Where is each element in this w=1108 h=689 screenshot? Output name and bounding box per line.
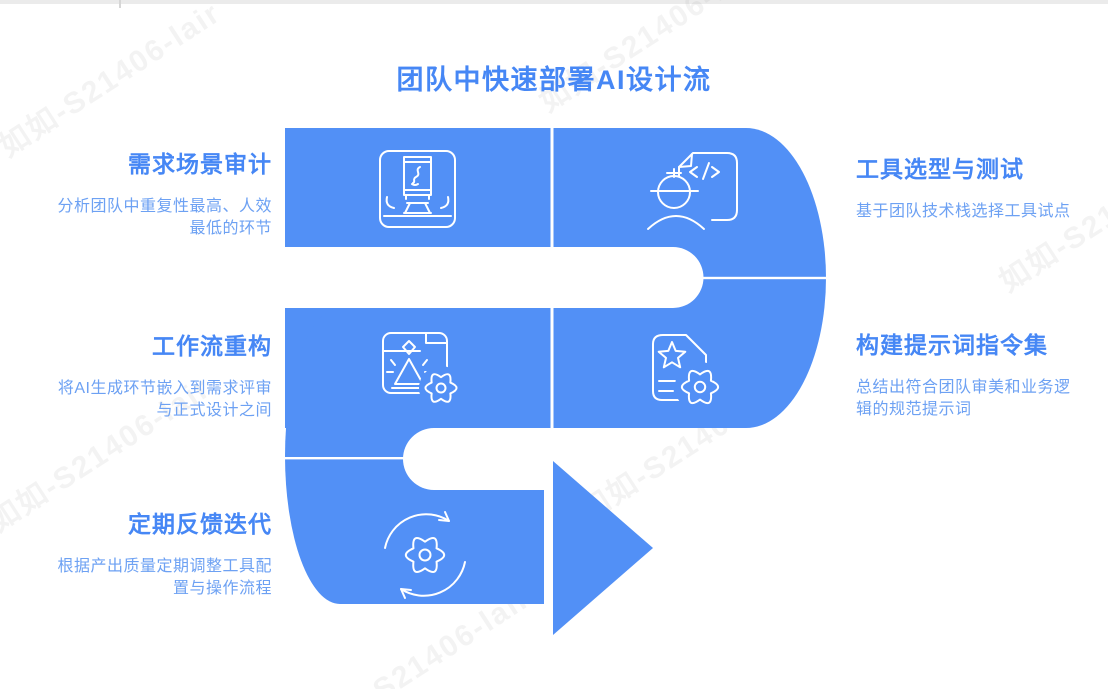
step-block-prompt-library: 构建提示词指令集 总结出符合团队审美和业务逻 辑的规范提示词 bbox=[856, 326, 1106, 421]
prompt-doc-gear-icon bbox=[652, 334, 725, 412]
step-title: 工作流重构 bbox=[152, 333, 272, 359]
step-block-requirements-audit: 需求场景审计 分析团队中重复性最高、人效 最低的环节 bbox=[28, 145, 272, 240]
step-block-workflow-rebuild: 工作流重构 将AI生成环节嵌入到需求评审 与正式设计之间 bbox=[28, 327, 272, 422]
divider-middle bbox=[550, 308, 554, 428]
top-edge-bar bbox=[0, 0, 1108, 4]
step-description: 总结出符合团队审美和业务逻 辑的规范提示词 bbox=[856, 379, 1071, 418]
step-title: 定期反馈迭代 bbox=[128, 511, 272, 537]
step-description: 根据产出质量定期调整工具配 置与操作流程 bbox=[57, 558, 272, 597]
printer-gear-icon bbox=[382, 332, 463, 410]
step-block-tool-selection: 工具选型与测试 基于团队技术栈选择工具试点 bbox=[856, 150, 1106, 223]
serpentine-band bbox=[283, 128, 828, 635]
divider-right-curl bbox=[702, 276, 828, 280]
page-title: 团队中快速部署AI设计流 bbox=[396, 65, 712, 95]
top-edge-bar-tick bbox=[119, 0, 121, 8]
step-description: 基于团队技术栈选择工具试点 bbox=[856, 203, 1071, 220]
step-title: 需求场景审计 bbox=[128, 151, 272, 177]
refresh-gear-icon bbox=[384, 511, 466, 599]
step-title: 构建提示词指令集 bbox=[856, 332, 1048, 358]
step-title: 工具选型与测试 bbox=[856, 156, 1024, 182]
meeting-room-icon bbox=[379, 150, 456, 228]
step-block-feedback-iteration: 定期反馈迭代 根据产出质量定期调整工具配 置与操作流程 bbox=[28, 505, 272, 600]
divider-top bbox=[550, 128, 554, 247]
step-description: 将AI生成环节嵌入到需求评审 与正式设计之间 bbox=[57, 380, 272, 419]
engineer-code-doc-icon bbox=[647, 152, 738, 231]
arrowhead bbox=[553, 461, 653, 635]
step-description: 分析团队中重复性最高、人效 最低的环节 bbox=[57, 198, 272, 237]
divider-left-curl bbox=[283, 457, 404, 460]
